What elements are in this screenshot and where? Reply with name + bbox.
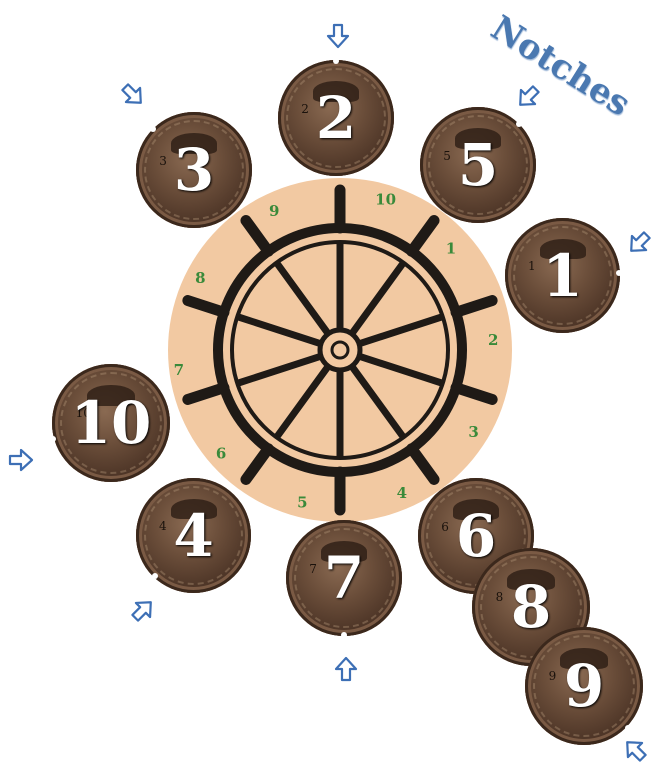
spoke-label-5: 5	[297, 494, 307, 512]
arrow-down-right-icon	[115, 77, 152, 114]
coin-number: 3	[136, 136, 252, 204]
arrow-up-icon	[333, 656, 359, 682]
coin-9: 9 9	[525, 627, 643, 745]
coin-number: 9	[525, 652, 643, 720]
spoke-label-3: 3	[468, 423, 478, 441]
coin-notch	[516, 121, 522, 127]
coin-number: 7	[286, 544, 402, 612]
arrow-right-icon	[8, 447, 34, 473]
coin-notch	[616, 270, 622, 276]
arrow-up-right-icon	[125, 592, 162, 629]
coin-number: 4	[136, 502, 251, 570]
coin-notch	[333, 58, 339, 64]
coin-notch	[50, 436, 56, 442]
arrow-down-icon	[325, 23, 351, 49]
coin-4: 4 4	[136, 478, 251, 593]
wheel-hub	[320, 330, 360, 370]
coin-number: 10	[52, 389, 170, 457]
coin-notch	[341, 632, 347, 638]
coin-number: 1	[505, 242, 620, 310]
spoke-label-9: 9	[269, 202, 279, 220]
spoke-label-2: 2	[488, 331, 498, 349]
coin-notch	[625, 725, 631, 731]
spoke-label-7: 7	[174, 361, 184, 379]
coin-notch	[152, 573, 158, 579]
arrow-up-left-icon	[617, 732, 652, 769]
spoke-label-10: 10	[375, 190, 396, 208]
coin-5: 5 5	[420, 107, 536, 223]
coin-notch	[150, 126, 156, 132]
coin-7: 7 7	[286, 520, 402, 636]
spoke-label-4: 4	[397, 484, 407, 502]
spoke-label-8: 8	[195, 269, 205, 287]
coin-number: 5	[420, 131, 536, 199]
spoke-label-6: 6	[216, 445, 226, 463]
coin-3: 3 3	[136, 112, 252, 228]
coin-number: 2	[278, 84, 394, 152]
coin-2: 2 2	[278, 60, 394, 176]
arrow-down-left-icon	[621, 225, 652, 262]
spoke-label-1: 1	[446, 239, 456, 257]
coin-1: 1 1	[505, 218, 620, 333]
coin-10: 10 10	[52, 364, 170, 482]
